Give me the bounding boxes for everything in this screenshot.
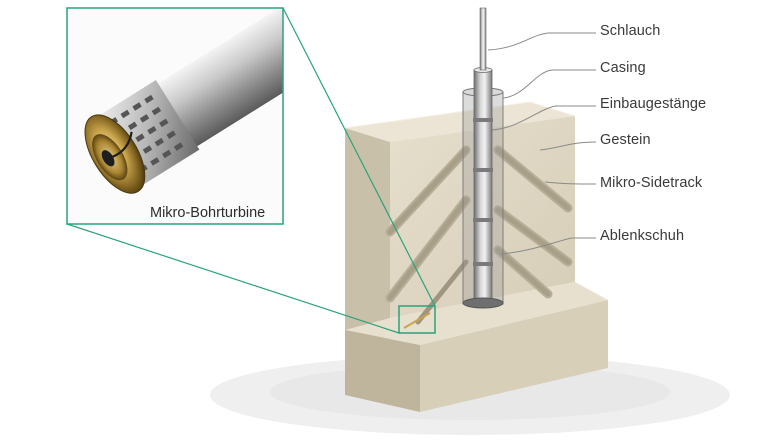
label-einbaugestaenge: Einbaugestänge — [600, 96, 707, 112]
sidetrack-channels — [385, 145, 573, 325]
label-ablenkschuh: Ablenkschuh — [600, 228, 685, 244]
label-gestein: Gestein — [600, 132, 651, 148]
label-mikro-bohrturbine: Mikro-Bohrturbine — [150, 205, 266, 221]
inset-frame — [66, 7, 284, 225]
leader-lines — [487, 32, 597, 255]
label-schlauch: Schlauch — [600, 23, 661, 39]
label-casing: Casing — [600, 60, 646, 76]
detail-marker — [398, 305, 436, 334]
callout-connectors — [66, 7, 436, 334]
inset-zoom — [66, 7, 284, 225]
casing-assembly — [462, 7, 504, 309]
label-mikro-sidetrack: Mikro-Sidetrack — [600, 175, 703, 191]
